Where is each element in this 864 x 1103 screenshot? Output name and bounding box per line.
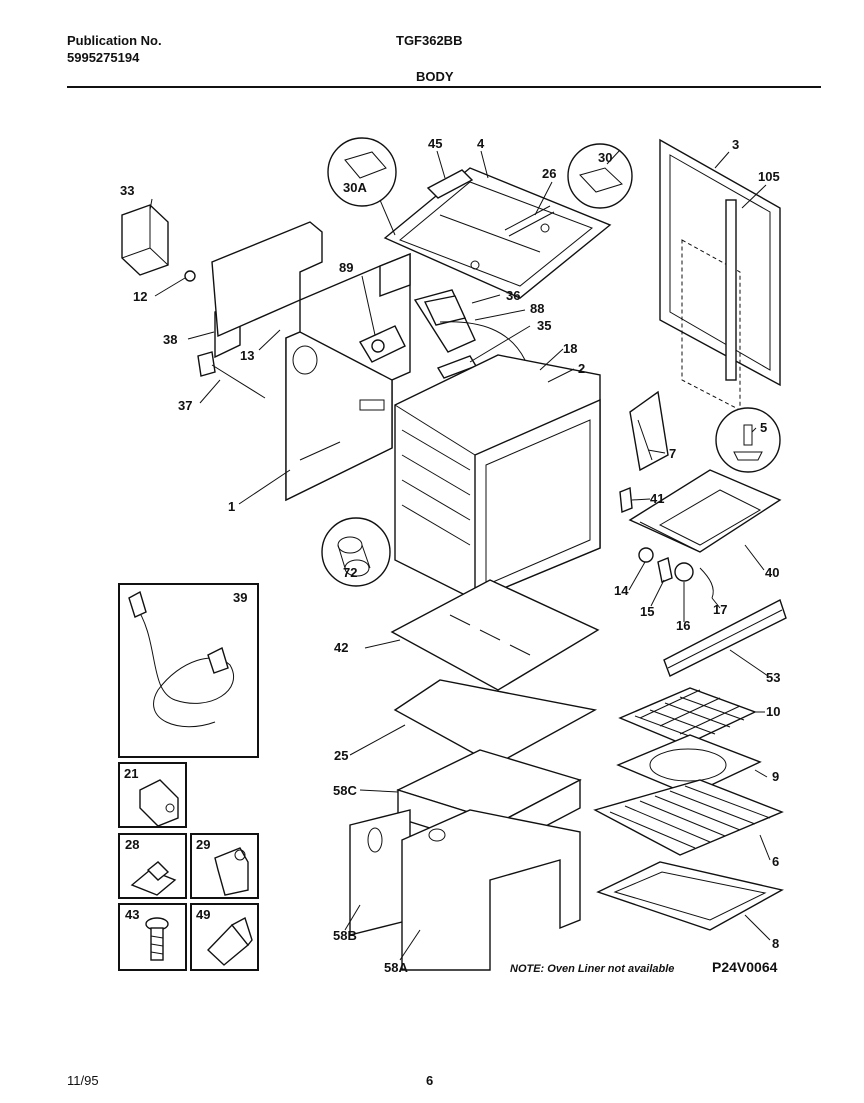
footer-date: 11/95: [67, 1073, 99, 1088]
page-number: 6: [426, 1073, 434, 1088]
part-37-wire-clip: [197, 351, 266, 399]
callout-9: 9: [772, 769, 779, 784]
header-rule: [67, 86, 821, 88]
callout-40: 40: [765, 565, 779, 580]
callout-28: 28: [125, 837, 139, 852]
callout-12: 12: [133, 289, 147, 304]
callout-1: 1: [228, 499, 235, 514]
detail-30A: [327, 137, 397, 236]
callout-21: 21: [124, 766, 138, 781]
part-105-strip: [725, 199, 737, 381]
callout-89: 89: [339, 260, 353, 275]
callout-49: 49: [196, 907, 210, 922]
callout-35: 35: [537, 318, 551, 333]
callout-36: 36: [506, 288, 520, 303]
box-part-28: [118, 833, 187, 899]
box-part-39: [118, 583, 259, 758]
callout-6: 6: [772, 854, 779, 869]
part-15-tip: [657, 557, 673, 583]
detail-5-leveling-leg: [715, 407, 781, 473]
callout-labels: 33 12 38 13 37 1 89 45 4 26 30A 30 3 105…: [120, 136, 780, 975]
callout-14: 14: [614, 583, 629, 598]
part-6-oven-rack: [593, 779, 784, 856]
detail-72-roller: [321, 517, 391, 587]
part-7-spring: [629, 390, 669, 472]
publication-label: Publication No.: [67, 33, 162, 48]
part-2-oven-body: [394, 354, 601, 602]
diagram-code: P24V0064: [712, 959, 778, 975]
callout-10: 10: [766, 704, 780, 719]
part-33-bracket: [121, 204, 169, 276]
part-53-rail: [663, 599, 787, 677]
callout-29: 29: [196, 837, 210, 852]
part-14-knob: [638, 547, 654, 563]
part-16-cap: [674, 562, 694, 582]
part-88-tube: [439, 321, 526, 361]
box-part-49: [190, 903, 259, 971]
callout-42: 42: [334, 640, 348, 655]
callout-43: 43: [125, 907, 139, 922]
part-58A-insulation: [401, 809, 581, 971]
part-1-back-panel: [211, 221, 411, 502]
callout-15: 15: [640, 604, 654, 619]
box-part-29: [190, 833, 259, 899]
callout-8: 8: [772, 936, 779, 951]
part-26-bracket: [504, 205, 555, 237]
callout-45: 45: [428, 136, 442, 151]
part-89-valve: [358, 325, 406, 363]
callout-4: 4: [477, 136, 485, 151]
callout-88: 88: [530, 301, 544, 316]
callout-13: 13: [240, 348, 254, 363]
callout-17: 17: [713, 602, 727, 617]
callout-39: 39: [233, 590, 247, 605]
leader-lines: [149, 149, 771, 961]
callout-41: 41: [650, 491, 664, 506]
part-12-screw: [184, 270, 196, 282]
callout-38: 38: [163, 332, 177, 347]
part-42-oven-bottom: [390, 579, 600, 691]
callout-53: 53: [766, 670, 780, 685]
callout-72: 72: [343, 565, 357, 580]
callout-58A: 58A: [384, 960, 408, 975]
part-40-bracket: [628, 469, 782, 553]
callout-30A: 30A: [343, 180, 367, 195]
detail-30: [567, 143, 633, 209]
box-part-21: [118, 762, 187, 828]
callout-26: 26: [542, 166, 556, 181]
part-3-side-panel: [659, 138, 781, 411]
section-title: BODY: [416, 69, 454, 84]
callout-105: 105: [758, 169, 780, 184]
box-part-43: [118, 903, 187, 971]
part-36-burner: [413, 289, 476, 353]
publication-number: 5995275194: [67, 50, 140, 65]
model-number: TGF362BB: [396, 33, 463, 48]
callout-33: 33: [120, 183, 134, 198]
part-9-broiler-pan: [616, 734, 762, 796]
oven-liner-note: NOTE: Oven Liner not available: [510, 963, 674, 975]
part-17-wire: [699, 567, 714, 599]
callout-3: 3: [732, 137, 739, 152]
callout-58C: 58C: [333, 783, 357, 798]
callout-16: 16: [676, 618, 690, 633]
callout-7: 7: [669, 446, 676, 461]
part-58B-insulation: [349, 809, 411, 936]
part-45-bracket: [426, 169, 474, 199]
part-25-baffle: [393, 679, 598, 766]
part-8-oven-liner: [596, 861, 784, 931]
callout-58B: 58B: [333, 928, 357, 943]
callout-2: 2: [578, 361, 585, 376]
callout-18: 18: [563, 341, 577, 356]
callout-30: 30: [598, 150, 612, 165]
part-41-clip: [619, 487, 633, 513]
callout-5: 5: [760, 420, 767, 435]
callout-25: 25: [334, 748, 348, 763]
callout-37: 37: [178, 398, 192, 413]
